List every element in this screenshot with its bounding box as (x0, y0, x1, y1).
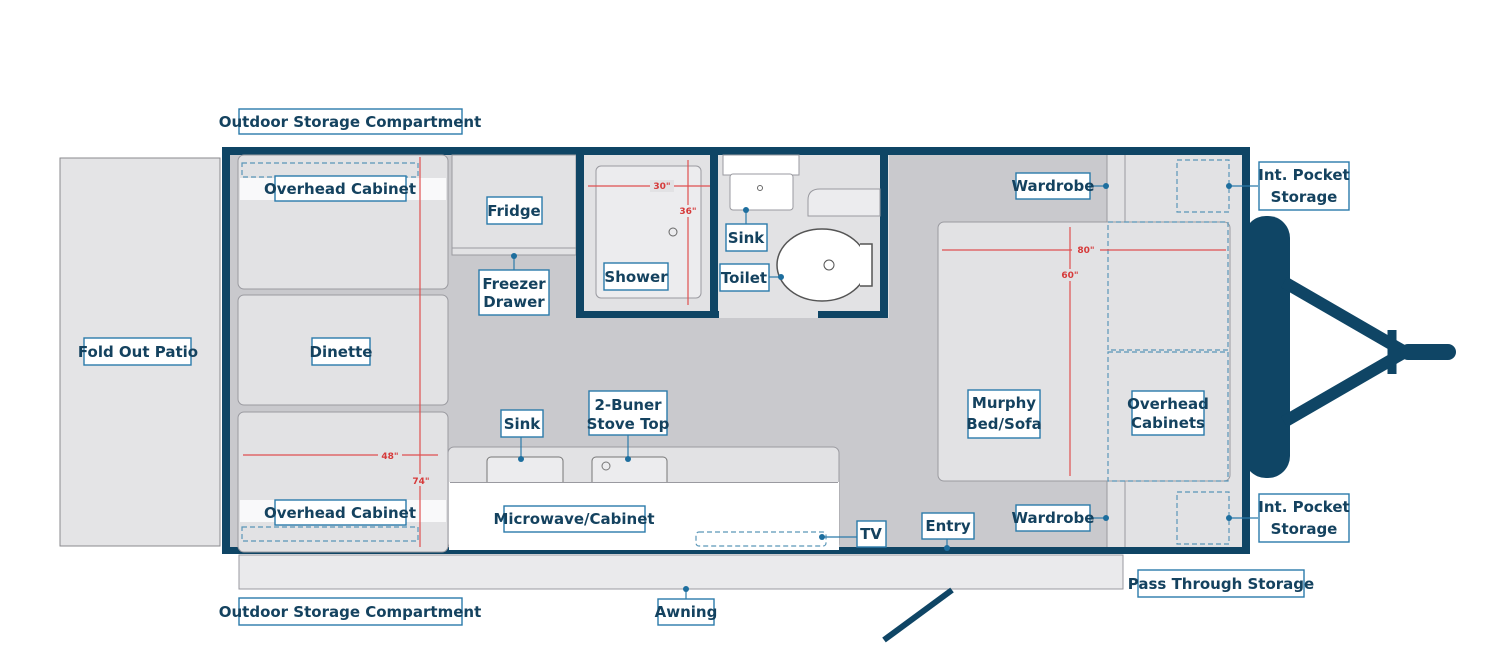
svg-text:2-Buner: 2-Buner (594, 396, 662, 414)
label-overhead-cabinet-bottom: Overhead Cabinet (264, 499, 416, 526)
svg-text:Dinette: Dinette (310, 343, 373, 361)
svg-text:Outdoor Storage Compartment: Outdoor Storage Compartment (219, 113, 482, 131)
dim-bed-length: 60" (1061, 271, 1078, 281)
label-tv: TV (856, 520, 887, 548)
trailer-hitch (1244, 216, 1456, 478)
dim-shower-depth: 36" (679, 207, 696, 217)
svg-text:Overhead Cabinet: Overhead Cabinet (264, 180, 416, 198)
label-overhead-cabinets: Overhead Cabinets (1127, 390, 1209, 436)
label-microwave-cabinet: Microwave/Cabinet (493, 505, 655, 533)
label-shower: Shower (603, 262, 669, 291)
label-overhead-cabinet-top: Overhead Cabinet (264, 175, 416, 202)
label-outdoor-storage-top: Outdoor Storage Compartment (219, 108, 482, 135)
label-entry: Entry (921, 512, 975, 540)
murphy-bed (937, 221, 1231, 482)
svg-text:Sink: Sink (728, 229, 766, 247)
label-freezer-drawer: Freezer Drawer (478, 269, 550, 316)
svg-text:Fold Out Patio: Fold Out Patio (78, 343, 198, 361)
label-awning: Awning (655, 598, 718, 626)
label-pocket-storage-bottom: Int. Pocket Storage (1258, 493, 1350, 543)
svg-text:Microwave/Cabinet: Microwave/Cabinet (493, 510, 654, 528)
svg-text:Wardrobe: Wardrobe (1012, 177, 1095, 195)
label-wardrobe-bottom: Wardrobe (1012, 504, 1095, 532)
svg-text:Storage: Storage (1271, 188, 1338, 206)
label-murphy-bed-sofa: Murphy Bed/Sofa (966, 389, 1042, 439)
svg-text:Bed/Sofa: Bed/Sofa (966, 415, 1042, 433)
svg-text:Wardrobe: Wardrobe (1012, 509, 1095, 527)
svg-text:Overhead: Overhead (1127, 395, 1209, 413)
label-sink-bath: Sink (725, 223, 768, 252)
awning-strip (238, 554, 1124, 590)
svg-text:Pass Through Storage: Pass Through Storage (1128, 575, 1314, 593)
svg-text:Cabinets: Cabinets (1131, 414, 1205, 432)
label-fold-out-patio: Fold Out Patio (78, 337, 198, 366)
svg-text:Drawer: Drawer (483, 293, 545, 311)
svg-text:Murphy: Murphy (972, 394, 1036, 412)
bathroom (576, 152, 889, 318)
svg-text:Shower: Shower (604, 268, 668, 286)
svg-text:Fridge: Fridge (487, 202, 540, 220)
dim-shower-width: 30" (653, 182, 670, 192)
dim-dinette-width: 48" (381, 452, 398, 462)
label-fridge: Fridge (486, 196, 543, 225)
label-wardrobe-top: Wardrobe (1012, 172, 1095, 200)
label-pocket-storage-top: Int. Pocket Storage (1258, 161, 1350, 211)
svg-text:Toilet: Toilet (721, 269, 767, 287)
svg-text:Storage: Storage (1271, 520, 1338, 538)
leader-dots (511, 183, 1232, 592)
label-stove-top: 2-Buner Stove Top (587, 390, 670, 436)
entry-door (882, 587, 954, 643)
label-toilet: Toilet (719, 263, 770, 292)
dim-dinette-length: 74" (412, 477, 429, 487)
svg-text:Entry: Entry (925, 517, 970, 535)
dinette-bench-top (237, 154, 449, 290)
svg-text:TV: TV (860, 525, 882, 543)
svg-text:Stove Top: Stove Top (587, 415, 670, 433)
svg-text:Awning: Awning (655, 603, 718, 621)
label-dinette: Dinette (310, 337, 373, 366)
svg-text:Sink: Sink (504, 415, 542, 433)
svg-text:Int. Pocket: Int. Pocket (1258, 498, 1349, 516)
label-outdoor-storage-bottom: Outdoor Storage Compartment (219, 597, 482, 626)
leader-lines (513, 185, 1258, 599)
label-sink-kitchen: Sink (500, 409, 544, 438)
label-pass-through-storage: Pass Through Storage (1128, 569, 1314, 598)
svg-text:Freezer: Freezer (482, 275, 546, 293)
svg-text:Overhead Cabinet: Overhead Cabinet (264, 504, 416, 522)
svg-text:Outdoor Storage Compartment: Outdoor Storage Compartment (219, 603, 482, 621)
dim-bed-width: 80" (1077, 246, 1094, 256)
svg-text:Int. Pocket: Int. Pocket (1258, 166, 1349, 184)
